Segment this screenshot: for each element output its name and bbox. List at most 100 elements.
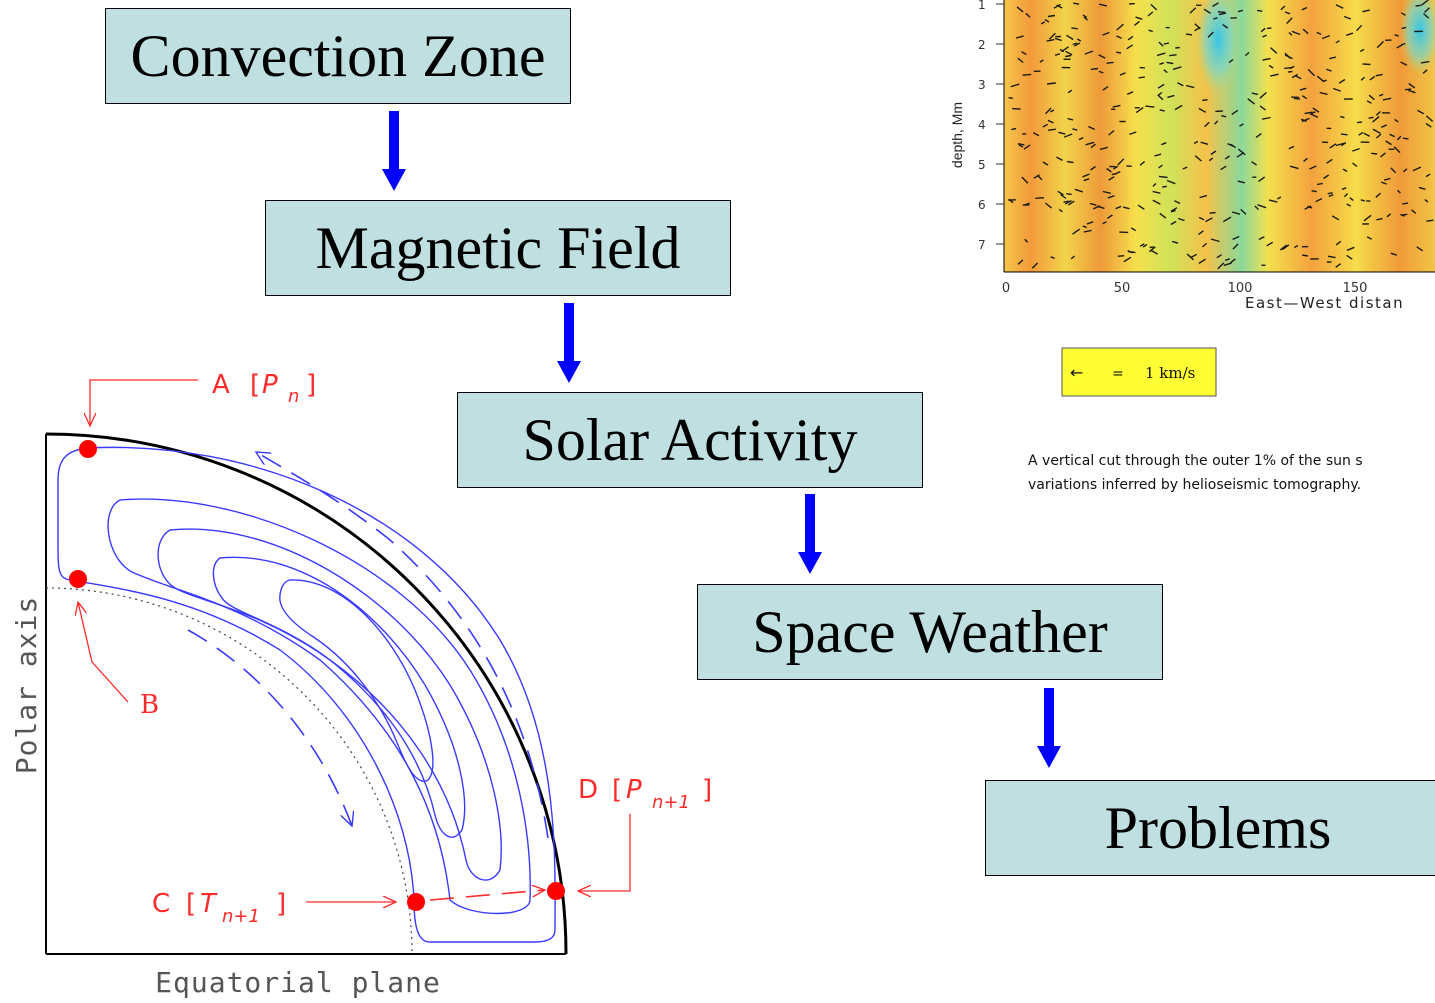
flow-vector xyxy=(1172,66,1182,71)
y-tick-label: 6 xyxy=(978,198,986,212)
flow-vector xyxy=(1321,34,1331,40)
flow-vector xyxy=(1375,192,1382,198)
flow-vector xyxy=(1270,47,1278,54)
label-c: C [ T n+1 ] xyxy=(152,889,286,927)
flow-vector xyxy=(1177,82,1184,87)
flow-vector xyxy=(1204,121,1210,128)
flow-vector xyxy=(1425,122,1432,128)
flow-vector xyxy=(1166,61,1174,65)
poleward-flow-arrow xyxy=(256,452,549,839)
flow-vector xyxy=(1074,188,1084,193)
legend-value: 1 km/s xyxy=(1145,364,1195,382)
flow-vector xyxy=(1366,100,1372,104)
flow-vector xyxy=(1221,115,1227,118)
flow-vector xyxy=(1067,89,1073,94)
flow-vector xyxy=(1400,213,1405,217)
flow-vector xyxy=(1031,262,1039,269)
tomography-heatmap xyxy=(1004,0,1435,272)
flow-vector xyxy=(1084,50,1094,55)
flow-vector xyxy=(1010,83,1020,88)
flow-vector xyxy=(1142,243,1148,248)
flow-vector xyxy=(1222,216,1232,223)
flow-vector xyxy=(1106,214,1113,219)
flow-vector xyxy=(1316,182,1323,186)
flow-vector xyxy=(1420,0,1429,6)
flow-vector xyxy=(1058,131,1066,135)
flow-vector xyxy=(1335,142,1345,147)
flow-vector xyxy=(1156,52,1166,57)
flow-vector xyxy=(1040,21,1046,25)
c-to-d-dashed-arrow xyxy=(429,890,545,901)
flow-box-problems: Problems xyxy=(985,780,1435,876)
x-tick-label: 50 xyxy=(1114,281,1131,296)
flow-vector xyxy=(1147,11,1154,17)
flow-vector xyxy=(1368,94,1375,101)
flow-vector xyxy=(1210,238,1220,243)
tomography-caption-line1: A vertical cut through the outer 1% of t… xyxy=(1028,453,1363,469)
flow-vector xyxy=(1171,240,1179,244)
flow-vector xyxy=(1193,140,1199,145)
flow-vector xyxy=(1083,229,1092,233)
flow-vector xyxy=(1372,128,1381,135)
flow-vector xyxy=(1426,219,1434,222)
flow-vector xyxy=(1390,167,1397,174)
flow-vector xyxy=(1396,135,1402,141)
flow-vector xyxy=(1310,111,1316,115)
flow-vector xyxy=(1012,107,1021,110)
flow-vector xyxy=(1425,115,1434,122)
flow-vector xyxy=(1335,4,1344,9)
flow-vector xyxy=(1102,31,1110,36)
flow-vector xyxy=(1331,215,1340,221)
flow-vector xyxy=(1386,213,1392,218)
flow-arrow-4 xyxy=(1027,688,1071,768)
flow-vector xyxy=(1050,256,1055,259)
flow-vector xyxy=(1157,94,1164,101)
flow-vector xyxy=(1073,42,1081,47)
flow-vector xyxy=(1328,194,1334,198)
flow-vector xyxy=(1198,216,1205,221)
flow-vector xyxy=(1127,35,1134,41)
svg-text:P: P xyxy=(626,775,642,805)
y-tick-label: 5 xyxy=(978,158,986,172)
flow-vector xyxy=(1207,31,1214,38)
flow-vector xyxy=(1385,140,1392,146)
flow-vector xyxy=(1416,246,1424,252)
flow-vector xyxy=(1423,12,1430,19)
x-tick-label: 150 xyxy=(1343,281,1368,296)
flow-vector xyxy=(1304,111,1313,115)
flow-vector xyxy=(1089,202,1097,206)
flow-vector xyxy=(1262,116,1271,120)
flow-vector xyxy=(1025,12,1031,18)
flow-vector xyxy=(1375,73,1383,77)
flow-vector xyxy=(1237,9,1244,13)
flow-vector xyxy=(1401,26,1407,30)
flow-vector xyxy=(1302,28,1309,35)
flow-vector xyxy=(1205,217,1213,223)
flow-vector xyxy=(1371,152,1378,155)
flow-vector xyxy=(1158,175,1168,179)
flow-vector xyxy=(1309,165,1317,170)
flow-vector xyxy=(1338,78,1346,84)
flow-vector xyxy=(1208,157,1214,162)
flow-vector xyxy=(1355,24,1363,32)
flow-vector xyxy=(1216,254,1222,259)
flow-vector xyxy=(1167,94,1175,99)
flow-vector xyxy=(1148,246,1156,253)
flow-vector xyxy=(1049,32,1056,40)
flow-vector xyxy=(1402,137,1409,140)
flow-vector xyxy=(1194,155,1202,162)
svg-text:]: ] xyxy=(306,370,316,400)
flow-vector xyxy=(1194,26,1201,32)
flow-vector xyxy=(1288,31,1293,36)
flow-vector xyxy=(1257,204,1267,209)
flow-vector xyxy=(1327,255,1336,259)
flow-vector xyxy=(1323,174,1330,180)
flow-vector xyxy=(1116,35,1122,39)
flow-vector xyxy=(1227,142,1234,147)
flow-vector xyxy=(1266,241,1274,247)
flow-vector xyxy=(1033,132,1040,137)
flow-vector xyxy=(1102,190,1111,194)
flow-vector xyxy=(1256,9,1263,12)
